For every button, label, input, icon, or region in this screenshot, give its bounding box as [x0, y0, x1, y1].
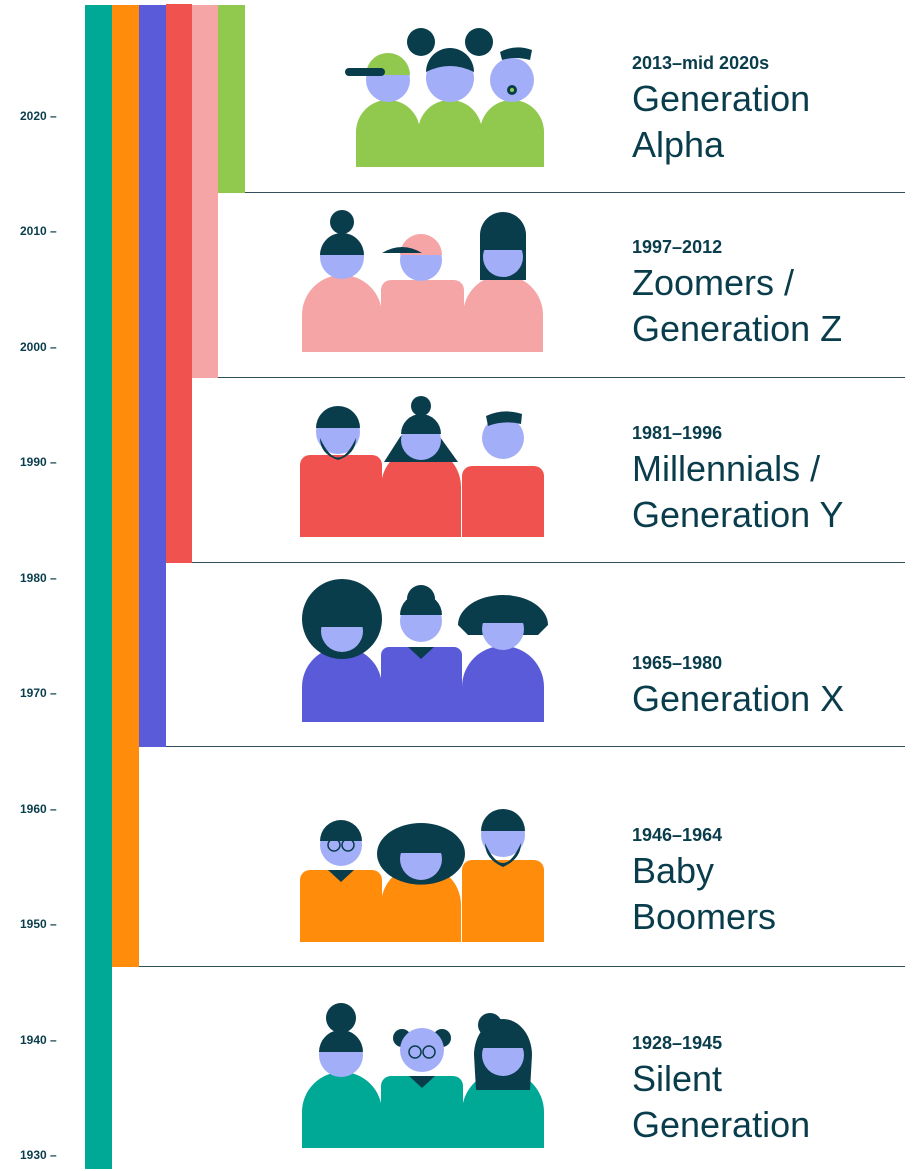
- generation-alpha-label: 2013–mid 2020s Generation Alpha: [632, 53, 810, 168]
- generation-name: Alpha: [632, 124, 725, 165]
- people-genz-illustration: [290, 205, 560, 360]
- people-silent-illustration: [290, 1000, 560, 1157]
- axis-label-1950: 1950 –: [20, 917, 57, 931]
- axis-label-2000: 2000 –: [20, 340, 57, 354]
- generation-genz-label: 1997–2012 Zoomers / Generation Z: [632, 237, 842, 352]
- axis-label-1970: 1970 –: [20, 686, 57, 700]
- divider-millennials: [192, 562, 905, 563]
- generation-name: Generation: [632, 78, 811, 119]
- generation-years: 1997–2012: [632, 237, 723, 257]
- divider-boomers: [139, 966, 905, 967]
- generation-name: Zoomers /: [632, 262, 795, 303]
- generation-genx-label: 1965–1980 Generation X: [632, 653, 844, 722]
- axis-label-2020: 2020 –: [20, 109, 57, 123]
- generation-years: 1981–1996: [632, 423, 723, 443]
- generation-name: Generation Z: [632, 308, 843, 349]
- axis-label-1980: 1980 –: [20, 571, 57, 585]
- generation-boomers-label: 1946–1964 Baby Boomers: [632, 825, 776, 940]
- generation-name: Generation: [632, 1104, 811, 1145]
- timeline-bar-genz: [192, 5, 218, 378]
- axis-label-2010: 2010 –: [20, 224, 57, 238]
- generation-years: 1928–1945: [632, 1033, 723, 1053]
- axis-label-1990: 1990 –: [20, 455, 57, 469]
- timeline-bar-boomers: [112, 5, 139, 967]
- people-alpha-illustration: [290, 20, 560, 175]
- generation-name: Generation X: [632, 678, 845, 719]
- timeline-bar-genx: [139, 5, 166, 747]
- generation-name: Millennials /: [632, 448, 821, 489]
- generation-years: 2013–mid 2020s: [632, 53, 770, 73]
- generation-name: Silent: [632, 1058, 723, 1099]
- generation-name: Generation Y: [632, 494, 844, 535]
- generation-millennials-label: 1981–1996 Millennials / Generation Y: [632, 423, 843, 538]
- divider-genx: [166, 746, 905, 747]
- timeline-bar-silent: [85, 5, 112, 1169]
- timeline-bar-alpha: [218, 5, 245, 193]
- people-boomers-illustration: [290, 795, 560, 950]
- generation-name: Baby: [632, 850, 715, 891]
- people-genx-illustration: [290, 575, 560, 730]
- divider-genz: [218, 377, 905, 378]
- timeline-bar-millennials: [166, 4, 192, 563]
- axis-label-1930: 1930 –: [20, 1148, 57, 1162]
- people-millennials-illustration: [290, 392, 560, 547]
- generation-silent-label: 1928–1945 Silent Generation: [632, 1033, 810, 1148]
- axis-label-1960: 1960 –: [20, 802, 57, 816]
- divider-alpha: [245, 192, 905, 193]
- generation-name: Boomers: [632, 896, 777, 937]
- axis-label-1940: 1940 –: [20, 1033, 57, 1047]
- generation-years: 1965–1980: [632, 653, 723, 673]
- generation-years: 1946–1964: [632, 825, 723, 845]
